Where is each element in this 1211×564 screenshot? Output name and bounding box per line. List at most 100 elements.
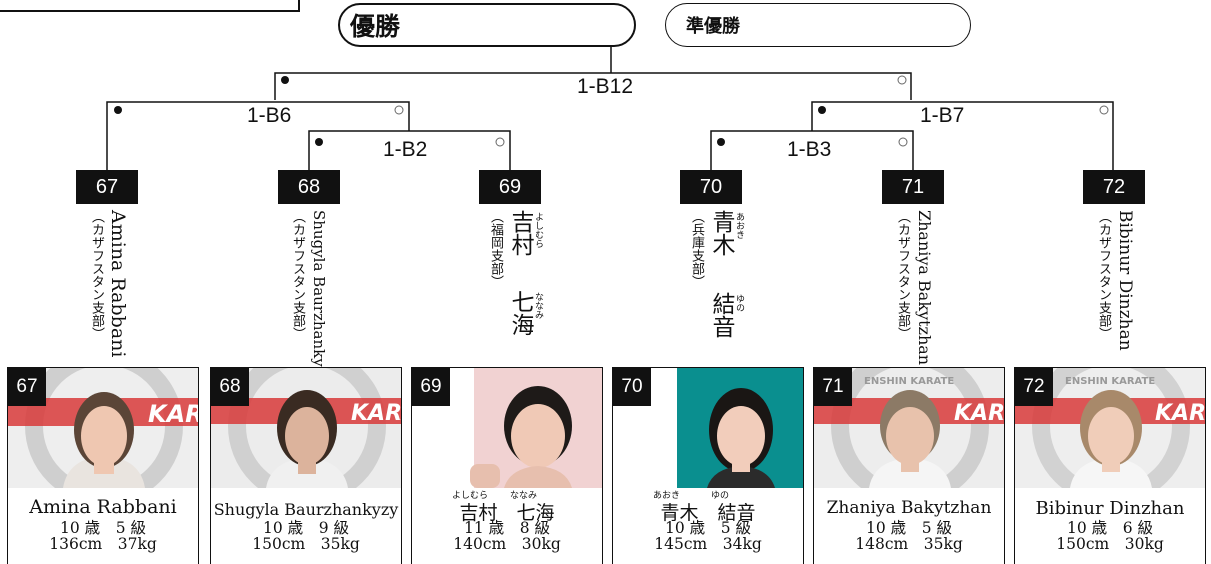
card-height: 140cm [453, 535, 507, 553]
card-number: 71 [814, 368, 852, 406]
card-weight: 30kg [1124, 535, 1164, 553]
card-age: 10 歳 [1067, 519, 1108, 537]
vertical-family-name: 青木 [708, 210, 734, 256]
match-label-semi-right: 1-B7 [918, 104, 967, 127]
competitor-card: 69 よしむら ななみ 吉村 七海 11 歳 8 級 140cm 30kg [411, 367, 603, 564]
card-weight: 30kg [521, 535, 561, 553]
card-number: 72 [1015, 368, 1053, 406]
competitor-photo [613, 368, 803, 488]
card-grade: 8 級 [519, 519, 550, 537]
svg-text:KARATE: KARATE [954, 401, 1004, 426]
competitor-card: KARATE 68 Shugyla Baurzhankyzy 10 歳 9 級 … [210, 367, 402, 564]
card-weight: 34kg [722, 535, 762, 553]
vertical-given-ruby: ななみ [533, 292, 543, 319]
card-given-name: 七海 [516, 502, 555, 524]
card-family-ruby: よしむら [452, 491, 489, 501]
vertical-name: Bibinur Dinzhan [1115, 210, 1135, 351]
match-label-qf-left: 1-B2 [381, 138, 430, 161]
card-age-grade: 10 歳 5 級 [8, 520, 198, 536]
card-age: 10 歳 [665, 519, 706, 537]
card-name: 吉村 七海 [412, 498, 602, 525]
card-name: Shugyla Baurzhankyzy [213, 500, 399, 519]
card-height: 150cm [1056, 535, 1110, 553]
card-height-weight: 150cm 35kg [211, 536, 401, 552]
card-given-ruby: ななみ [510, 491, 538, 501]
card-name: Amina Rabbani [29, 496, 177, 518]
card-name: Bibinur Dinzhan [1035, 498, 1185, 519]
card-age-grade: 10 歳 5 級 [613, 520, 803, 536]
card-age-grade: 10 歳 5 級 [814, 520, 1004, 536]
vertical-family-ruby: よしむら [533, 212, 543, 248]
card-age-grade: 11 歳 8 級 [412, 520, 602, 536]
competitor-photo: KARATE [211, 368, 401, 488]
winner-pill: 優勝 [338, 3, 636, 47]
bracket-number: 72 [1083, 170, 1145, 204]
vertical-branch: （カザフスタン支部） [290, 210, 305, 340]
card-age-grade: 10 歳 6 級 [1015, 520, 1205, 536]
competitor-card: KARATE 67 Amina Rabbani 10 歳 5 級 136cm 3… [7, 367, 199, 564]
card-number: 70 [613, 368, 651, 406]
card-number: 69 [412, 368, 450, 406]
card-age: 10 歳 [263, 519, 304, 537]
winner-label: 優勝 [350, 12, 401, 41]
card-grade: 9 級 [318, 519, 349, 537]
card-family-name: 青木 [660, 502, 699, 524]
vertical-given-ruby: ゆの [734, 294, 744, 312]
vertical-name: Shugyla Baurzhankyzy [310, 210, 328, 384]
runner-up-pill: 準優勝 [665, 3, 971, 47]
bracket-number: 67 [76, 170, 138, 204]
card-age: 11 歳 [464, 519, 505, 537]
bracket-lines [106, 47, 1114, 170]
card-number: 67 [8, 368, 46, 406]
card-family-ruby: あおき [653, 491, 681, 501]
card-height-weight: 140cm 30kg [412, 536, 602, 552]
card-age-grade: 10 歳 9 級 [211, 520, 401, 536]
vertical-family-name: 吉村 [507, 210, 533, 256]
svg-text:KARATE: KARATE [1155, 401, 1205, 426]
card-grade: 5 級 [115, 519, 146, 537]
bracket-number: 69 [479, 170, 541, 204]
card-family-name: 吉村 [459, 502, 498, 524]
card-age: 10 歳 [866, 519, 907, 537]
vertical-name: Zhaniya Bakytzhan [915, 210, 934, 366]
card-height: 148cm [855, 535, 909, 553]
card-height: 145cm [654, 535, 708, 553]
card-height: 150cm [252, 535, 306, 553]
card-grade: 5 級 [720, 519, 751, 537]
vertical-name: Amina Rabbani [107, 210, 129, 358]
vertical-given-name: 七海 [507, 290, 533, 336]
match-label-final: 1-B12 [575, 75, 636, 98]
card-height-weight: 145cm 34kg [613, 536, 803, 552]
vertical-branch: （カザフスタン支部） [895, 210, 910, 340]
bracket-number: 71 [882, 170, 944, 204]
card-height: 136cm [49, 535, 103, 553]
card-given-ruby: ゆの [711, 491, 730, 501]
competitor-card: 70 あおき ゆの 青木 結音 10 歳 5 級 145cm 34kg [612, 367, 804, 564]
vertical-branch: （福岡支部） [488, 210, 503, 288]
header-frame [0, 0, 300, 12]
card-height-weight: 150cm 30kg [1015, 536, 1205, 552]
match-label-semi-left: 1-B6 [245, 104, 294, 127]
vertical-given-name: 結音 [708, 292, 734, 338]
card-name: Zhaniya Bakytzhan [826, 498, 992, 518]
card-grade: 6 級 [1122, 519, 1153, 537]
card-weight: 35kg [320, 535, 360, 553]
card-height-weight: 148cm 35kg [814, 536, 1004, 552]
card-name: 青木 結音 [613, 498, 803, 525]
card-weight: 37kg [117, 535, 157, 553]
card-given-name: 結音 [717, 502, 756, 524]
vertical-branch: （カザフスタン支部） [89, 210, 104, 340]
svg-text:ENSHIN KARATE: ENSHIN KARATE [1065, 376, 1155, 387]
card-grade: 5 級 [921, 519, 952, 537]
vertical-branch: （兵庫支部） [689, 210, 704, 288]
card-weight: 35kg [923, 535, 963, 553]
svg-text:KARATE: KARATE [351, 401, 401, 426]
card-age: 10 歳 [60, 519, 101, 537]
vertical-family-ruby: あおき [734, 212, 744, 239]
banner-text: KARATE [148, 400, 198, 428]
runner-up-label: 準優勝 [686, 16, 740, 37]
match-label-qf-right: 1-B3 [785, 138, 834, 161]
bracket-number: 70 [680, 170, 742, 204]
vertical-branch: （カザフスタン支部） [1096, 210, 1111, 340]
card-height-weight: 136cm 37kg [8, 536, 198, 552]
